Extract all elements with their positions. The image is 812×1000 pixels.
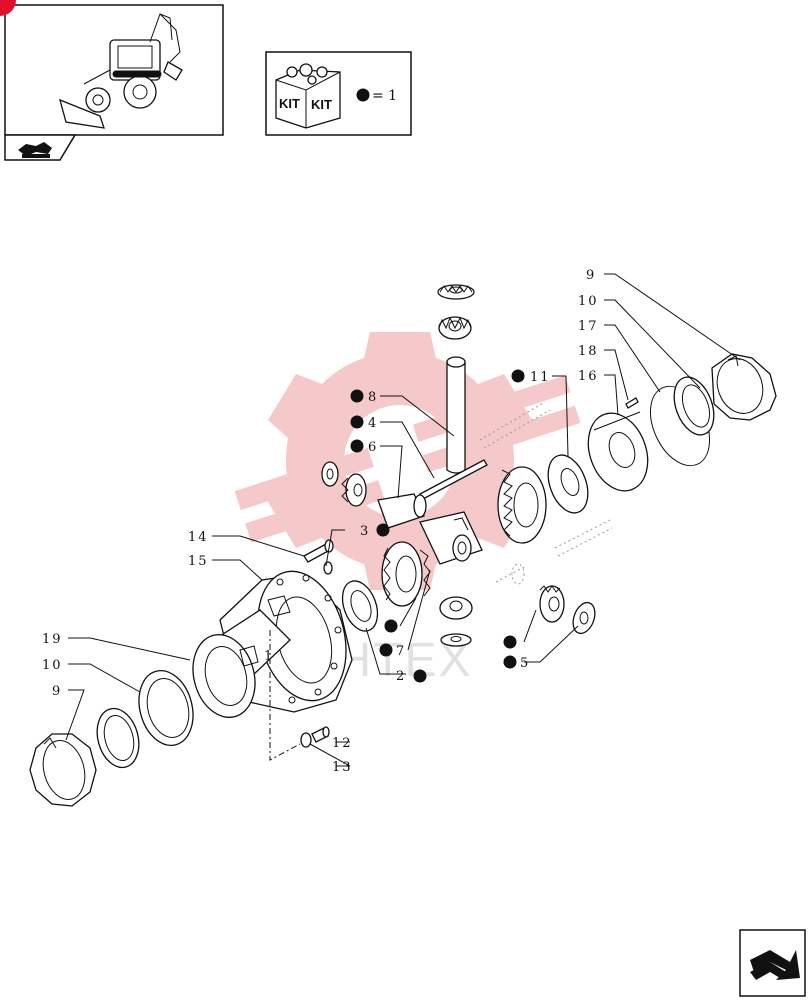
ring-nut-9-right bbox=[711, 353, 777, 421]
kit-label-left: KIT bbox=[279, 96, 300, 111]
callout-6[interactable]: 6 bbox=[368, 440, 378, 455]
side-gear-small bbox=[341, 473, 367, 507]
top-bevel-gear bbox=[437, 284, 475, 340]
callout-12[interactable]: 12 bbox=[332, 736, 353, 751]
callout-14[interactable]: 14 bbox=[188, 530, 209, 545]
piston-16 bbox=[587, 411, 649, 492]
leader-lines bbox=[65, 273, 741, 767]
kit-dot-unlabeled-2 bbox=[503, 635, 517, 649]
kit-dot-6 bbox=[350, 439, 364, 453]
callout-10-right[interactable]: 10 bbox=[578, 294, 599, 309]
callout-5[interactable]: 5 bbox=[520, 656, 530, 671]
callout-17[interactable]: 17 bbox=[578, 319, 599, 334]
callout-7[interactable]: 7 bbox=[396, 644, 406, 659]
short-pin-6 bbox=[377, 493, 427, 529]
seal-lip bbox=[96, 707, 140, 769]
thumbnail-panel[interactable] bbox=[4, 4, 224, 161]
callout-19[interactable]: 19 bbox=[42, 632, 63, 647]
kit-label-right: KIT bbox=[311, 97, 332, 112]
plug-3 bbox=[323, 561, 333, 575]
next-page-arrow-icon bbox=[750, 950, 800, 980]
callout-13[interactable]: 13 bbox=[332, 760, 353, 775]
parts-drawing bbox=[29, 284, 777, 807]
washer-5 bbox=[572, 601, 596, 635]
backhoe-loader-icon bbox=[59, 13, 183, 129]
bottom-bevel-gear bbox=[439, 596, 473, 647]
callout-9-left[interactable]: 9 bbox=[52, 684, 62, 699]
kit-dot-4 bbox=[350, 415, 364, 429]
kit-dot-8 bbox=[350, 389, 364, 403]
axle-group-icon bbox=[18, 142, 52, 158]
washer-2 bbox=[341, 580, 379, 632]
kit-box-icon: KIT KIT bbox=[275, 63, 341, 129]
callout-8[interactable]: 8 bbox=[368, 390, 378, 405]
kit-dot-unlabeled bbox=[384, 619, 398, 633]
dowel-12 bbox=[311, 726, 330, 743]
oring-13 bbox=[300, 732, 312, 748]
watermark-logo bbox=[234, 332, 581, 590]
seal-ring-10-right bbox=[673, 376, 715, 436]
callout-10-left[interactable]: 10 bbox=[42, 658, 63, 673]
long-pin-8 bbox=[446, 356, 466, 474]
kit-dot-11 bbox=[511, 369, 525, 383]
cross-block bbox=[419, 511, 483, 565]
callout-16[interactable]: 16 bbox=[578, 369, 599, 384]
callout-1[interactable]: 1 bbox=[264, 649, 274, 664]
pinion-gear-right bbox=[539, 585, 565, 623]
kit-dot bbox=[356, 88, 370, 102]
kit-dot-3 bbox=[376, 523, 390, 537]
callout-11[interactable]: 11 bbox=[530, 370, 551, 385]
kit-dot-2 bbox=[413, 669, 427, 683]
thrust-washer-left bbox=[321, 461, 339, 487]
callout-9-right[interactable]: 9 bbox=[586, 268, 596, 283]
bearing-19 bbox=[192, 634, 259, 718]
friction-disc-11 bbox=[547, 454, 589, 514]
callouts: 9 10 17 18 16 11 8 4 6 3 14 15 19 10 9 1… bbox=[42, 268, 599, 775]
planetary-side-gear bbox=[381, 541, 431, 607]
callout-15[interactable]: 15 bbox=[188, 554, 209, 569]
next-page-button[interactable] bbox=[739, 929, 806, 997]
corner-badge bbox=[0, 0, 16, 16]
pin-18 bbox=[625, 397, 639, 409]
callout-3[interactable]: 3 bbox=[360, 524, 370, 539]
kit-legend: KIT KIT = 1 bbox=[265, 51, 412, 136]
callout-4[interactable]: 4 bbox=[368, 416, 378, 431]
ring-nut-9-left bbox=[29, 733, 97, 807]
crown-side-gear bbox=[497, 466, 547, 544]
kit-dot-7 bbox=[379, 643, 393, 657]
kit-dot-5 bbox=[503, 655, 517, 669]
callout-18[interactable]: 18 bbox=[578, 344, 599, 359]
seal-ring-10-left bbox=[138, 670, 194, 746]
kit-equals-text: = 1 bbox=[372, 88, 397, 104]
callout-2[interactable]: 2 bbox=[396, 669, 406, 684]
